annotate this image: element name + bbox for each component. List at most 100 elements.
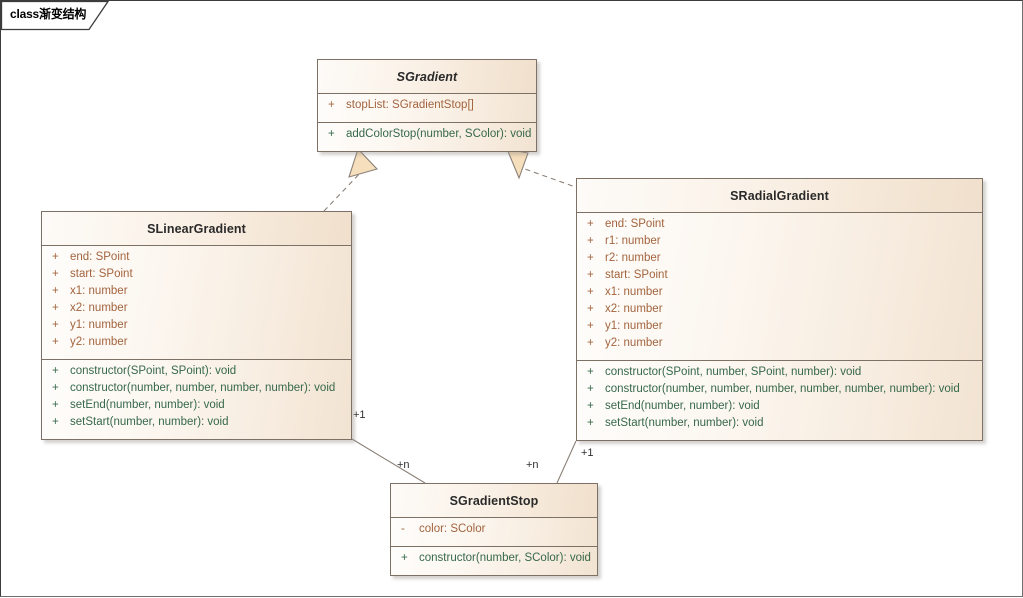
- method-label: constructor(SPoint, number, SPoint, numb…: [605, 366, 862, 378]
- method-label: setStart(number, number): void: [70, 416, 229, 428]
- visibility-marker: +: [587, 383, 594, 395]
- methods-section-sgradient: + addColorStop(number, SColor): void: [318, 123, 536, 151]
- visibility-marker: +: [52, 302, 59, 314]
- attribute-row[interactable]: + y2: number: [577, 337, 982, 354]
- attribute-label: x1: number: [605, 286, 663, 298]
- class-title-slineargradient: SLinearGradient: [147, 221, 246, 236]
- attribute-row[interactable]: + start: SPoint: [42, 268, 351, 285]
- visibility-marker: +: [587, 252, 594, 264]
- visibility-marker: +: [52, 336, 59, 348]
- attribute-row[interactable]: + start: SPoint: [577, 269, 982, 286]
- attribute-label: stopList: SGradientStop[]: [346, 99, 474, 111]
- realization-radial-to-gradient: [506, 148, 582, 190]
- visibility-marker: +: [328, 99, 335, 111]
- attribute-row[interactable]: + stopList: SGradientStop[]: [318, 99, 536, 116]
- class-title-sgradient: SGradient: [396, 69, 458, 84]
- visibility-marker: +: [52, 268, 59, 280]
- class-title-sradialgradient: SRadialGradient: [730, 188, 829, 203]
- method-row[interactable]: + setEnd(number, number): void: [577, 400, 982, 417]
- attribute-label: y1: number: [70, 319, 128, 331]
- attribute-row[interactable]: + x1: number: [577, 286, 982, 303]
- visibility-marker: +: [52, 399, 59, 411]
- multiplicity-radial-one: +1: [581, 447, 594, 459]
- visibility-marker: +: [587, 303, 594, 315]
- visibility-marker: +: [587, 417, 594, 429]
- attribute-row[interactable]: - color: SColor: [391, 523, 597, 540]
- visibility-marker: +: [587, 218, 594, 230]
- class-box-slineargradient[interactable]: SLinearGradient + end: SPoint + start: S…: [41, 211, 352, 440]
- attribute-label: y2: number: [605, 337, 663, 349]
- multiplicity-linear-many: +n: [397, 459, 410, 471]
- attribute-row[interactable]: + x2: number: [42, 302, 351, 319]
- methods-section-sradialgradient: + constructor(SPoint, number, SPoint, nu…: [577, 361, 982, 440]
- association-linear-to-stop: [351, 438, 426, 484]
- method-row[interactable]: + setStart(number, number): void: [42, 416, 351, 433]
- visibility-marker: +: [587, 286, 594, 298]
- method-label: addColorStop(number, SColor): void: [346, 128, 532, 140]
- visibility-marker: +: [587, 320, 594, 332]
- attribute-label: r2: number: [605, 252, 661, 264]
- attribute-row[interactable]: + y1: number: [577, 320, 982, 337]
- visibility-marker: -: [401, 523, 405, 535]
- attribute-row[interactable]: + x1: number: [42, 285, 351, 302]
- method-row[interactable]: + setStart(number, number): void: [577, 417, 982, 434]
- method-row[interactable]: + constructor(SPoint, SPoint): void: [42, 365, 351, 382]
- methods-section-slineargradient: + constructor(SPoint, SPoint): void + co…: [42, 360, 351, 439]
- method-label: constructor(number, SColor): void: [419, 552, 591, 564]
- visibility-marker: +: [52, 365, 59, 377]
- method-label: constructor(number, number, number, numb…: [70, 382, 336, 394]
- visibility-marker: +: [52, 416, 59, 428]
- attribute-label: x1: number: [70, 285, 128, 297]
- class-header-sgradientstop: SGradientStop: [391, 484, 597, 518]
- diagram-frame-tab[interactable]: class渐变结构: [1, 1, 111, 31]
- method-label: setStart(number, number): void: [605, 417, 764, 429]
- attribute-row[interactable]: + end: SPoint: [42, 251, 351, 268]
- attribute-label: start: SPoint: [70, 268, 133, 280]
- methods-section-sgradientstop: + constructor(number, SColor): void: [391, 547, 597, 575]
- attributes-section-slineargradient: + end: SPoint + start: SPoint + x1: numb…: [42, 246, 351, 360]
- visibility-marker: +: [328, 128, 335, 140]
- visibility-marker: +: [587, 235, 594, 247]
- multiplicity-linear-one: +1: [353, 409, 366, 421]
- method-row[interactable]: + constructor(number, SColor): void: [391, 552, 597, 569]
- realization-linear-to-gradient: [323, 147, 379, 212]
- class-header-sradialgradient: SRadialGradient: [577, 179, 982, 213]
- method-row[interactable]: + constructor(number, number, number, nu…: [42, 382, 351, 399]
- class-box-sgradient[interactable]: SGradient + stopList: SGradientStop[] + …: [317, 59, 537, 152]
- method-row[interactable]: + addColorStop(number, SColor): void: [318, 128, 536, 145]
- frame-tab-shape: [1, 1, 110, 31]
- visibility-marker: +: [52, 382, 59, 394]
- class-title-sgradientstop: SGradientStop: [449, 493, 539, 508]
- attribute-row[interactable]: + r2: number: [577, 252, 982, 269]
- method-row[interactable]: + constructor(number, number, number, nu…: [577, 383, 982, 400]
- method-row[interactable]: + setEnd(number, number): void: [42, 399, 351, 416]
- visibility-marker: +: [587, 269, 594, 281]
- attribute-row[interactable]: + y1: number: [42, 319, 351, 336]
- attribute-row[interactable]: + x2: number: [577, 303, 982, 320]
- diagram-frame-title: class渐变结构: [10, 7, 87, 21]
- method-row[interactable]: + constructor(SPoint, number, SPoint, nu…: [577, 366, 982, 383]
- class-box-sgradientstop[interactable]: SGradientStop - color: SColor + construc…: [390, 483, 598, 576]
- multiplicity-radial-many: +n: [526, 459, 539, 471]
- visibility-marker: +: [52, 285, 59, 297]
- attribute-row[interactable]: + r1: number: [577, 235, 982, 252]
- visibility-marker: +: [587, 366, 594, 378]
- method-label: setEnd(number, number): void: [605, 400, 760, 412]
- attribute-row[interactable]: + end: SPoint: [577, 218, 982, 235]
- attribute-label: x2: number: [605, 303, 663, 315]
- attribute-label: start: SPoint: [605, 269, 668, 281]
- visibility-marker: +: [52, 319, 59, 331]
- visibility-marker: +: [52, 251, 59, 263]
- visibility-marker: +: [401, 552, 408, 564]
- attribute-label: end: SPoint: [70, 251, 130, 263]
- attribute-label: y2: number: [70, 336, 128, 348]
- class-box-sradialgradient[interactable]: SRadialGradient + end: SPoint + r1: numb…: [576, 178, 983, 441]
- method-label: setEnd(number, number): void: [70, 399, 225, 411]
- attribute-label: y1: number: [605, 320, 663, 332]
- attribute-row[interactable]: + y2: number: [42, 336, 351, 353]
- visibility-marker: +: [587, 337, 594, 349]
- attribute-label: r1: number: [605, 235, 661, 247]
- class-header-sgradient: SGradient: [318, 60, 536, 94]
- attribute-label: color: SColor: [419, 523, 486, 535]
